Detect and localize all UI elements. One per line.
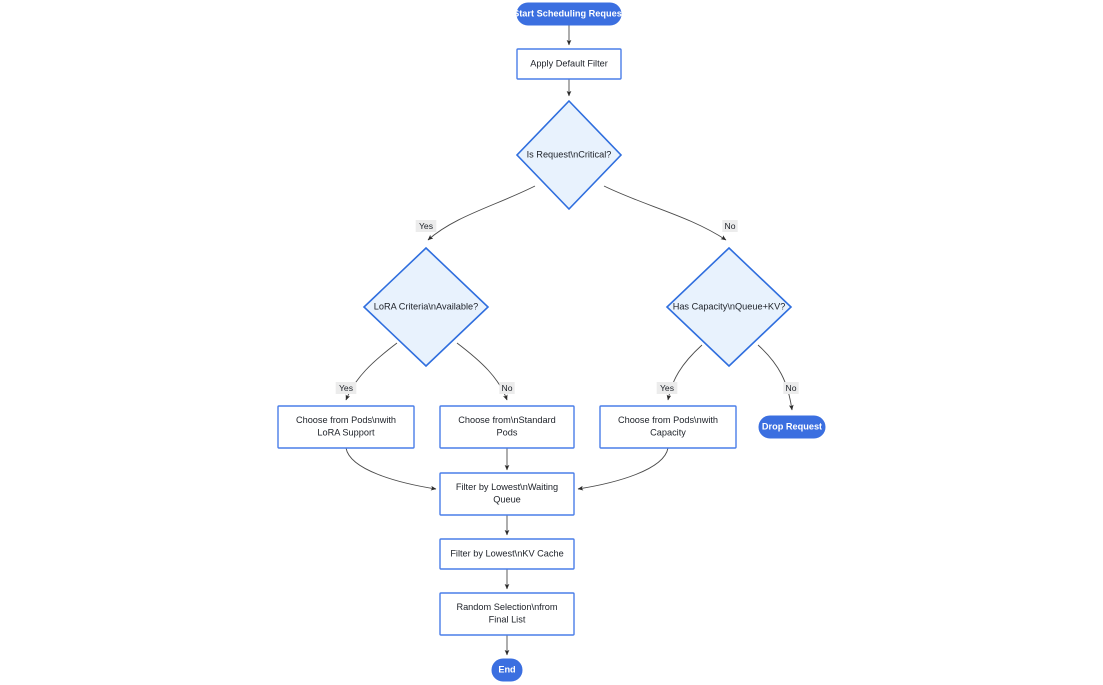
node-shape-diamond: [665, 246, 793, 368]
edge-has_capacity-to-choose_capacity_pods: [666, 344, 703, 401]
node-lora_criteria_available[interactable]: LoRA Criteria\nAvailable?: [362, 246, 490, 368]
edge-lora_criteria_available-to-choose_standard_pods: [456, 342, 508, 401]
edge-label-lora_criteria_available-no: No: [499, 382, 515, 394]
node-label-end: End: [498, 664, 515, 674]
edge-label-chip: [415, 220, 437, 232]
edge-label-is_request_critical-yes: Yes: [415, 220, 437, 232]
node-shape-rect: [277, 405, 415, 449]
node-filter_kv_cache[interactable]: Filter by Lowest\nKV Cache: [439, 538, 575, 570]
edge-label-text: Yes: [660, 383, 674, 393]
edge-has_capacity-to-drop_request: [757, 344, 794, 411]
node-label-start: Start Scheduling Request: [513, 8, 625, 18]
node-start[interactable]: Start Scheduling Request: [513, 2, 625, 26]
node-label-choose_lora_pods: LoRA Support: [317, 428, 375, 438]
edge-is_request_critical-to-lora_criteria_available: [427, 185, 536, 241]
node-label-random_selection: Final List: [489, 615, 526, 625]
edge-label-text: Yes: [419, 221, 433, 231]
node-label-choose_standard_pods: Choose from\nStandard: [458, 415, 556, 425]
node-label-choose_lora_pods: Choose from Pods\nwith: [296, 415, 396, 425]
node-label-drop_request: Drop Request: [762, 421, 822, 431]
edge-label-chip: [722, 220, 738, 232]
edge-label-text: Yes: [339, 383, 353, 393]
edge-label-chip: [656, 382, 678, 394]
node-shape-rect: [439, 538, 575, 570]
node-shape-diamond: [362, 246, 490, 368]
node-label-choose_standard_pods: Pods: [497, 428, 518, 438]
node-end[interactable]: End: [491, 658, 523, 682]
edge-choose_capacity_pods-to-filter_waiting_queue: [577, 447, 669, 491]
edge-label-text: No: [786, 383, 797, 393]
node-shape-pill: [516, 2, 622, 26]
edge-label-text: No: [725, 221, 736, 231]
edge-label-chip: [499, 382, 515, 394]
node-apply_default_filter[interactable]: Apply Default Filter: [516, 48, 622, 80]
edge-label-has_capacity-yes: Yes: [656, 382, 678, 394]
node-label-filter_waiting_queue: Filter by Lowest\nWaiting: [456, 482, 558, 492]
node-label-apply_default_filter: Apply Default Filter: [530, 58, 608, 68]
node-label-lora_criteria_available: LoRA Criteria\nAvailable?: [374, 301, 479, 311]
node-has_capacity[interactable]: Has Capacity\nQueue+KV?: [665, 246, 793, 368]
node-shape-rect: [439, 472, 575, 516]
node-shape-pill: [758, 415, 826, 439]
node-shape-rect: [516, 48, 622, 80]
edge-label-chip: [783, 382, 799, 394]
edge-is_request_critical-to-has_capacity: [603, 185, 727, 241]
node-label-random_selection: Random Selection\nfrom: [456, 602, 557, 612]
node-label-filter_waiting_queue: Queue: [493, 495, 521, 505]
edge-label-lora_criteria_available-yes: Yes: [335, 382, 357, 394]
node-label-is_request_critical: Is Request\nCritical?: [527, 149, 612, 159]
node-shape-rect: [439, 405, 575, 449]
edge-label-chip: [335, 382, 357, 394]
node-label-has_capacity: Has Capacity\nQueue+KV?: [673, 301, 786, 311]
node-shape-rect: [439, 592, 575, 636]
node-label-filter_kv_cache: Filter by Lowest\nKV Cache: [450, 548, 563, 558]
edge-label-is_request_critical-no: No: [722, 220, 738, 232]
edges-layer: [345, 25, 794, 656]
edge-label-text: No: [502, 383, 513, 393]
node-shape-diamond: [515, 99, 623, 211]
edge-lora_criteria_available-to-choose_lora_pods: [345, 342, 398, 401]
node-shape-pill: [491, 658, 523, 682]
edge-choose_lora_pods-to-filter_waiting_queue: [345, 447, 437, 491]
node-drop_request[interactable]: Drop Request: [758, 415, 826, 439]
node-shape-rect: [599, 405, 737, 449]
edge-label-has_capacity-no: No: [783, 382, 799, 394]
node-is_request_critical[interactable]: Is Request\nCritical?: [515, 99, 623, 211]
node-label-choose_capacity_pods: Capacity: [650, 428, 686, 438]
node-label-choose_capacity_pods: Choose from Pods\nwith: [618, 415, 718, 425]
